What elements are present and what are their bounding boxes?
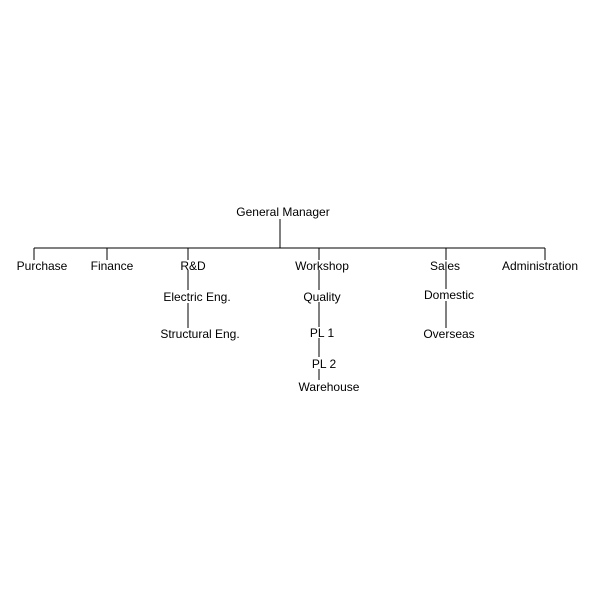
node-electric-eng: Electric Eng. xyxy=(163,290,230,304)
org-chart-nodes: General Manager Purchase Finance R&D Wor… xyxy=(17,205,578,394)
node-domestic: Domestic xyxy=(424,288,474,302)
node-sales: Sales xyxy=(430,259,460,273)
node-pl-1: PL 1 xyxy=(310,326,335,340)
node-rnd: R&D xyxy=(180,259,206,273)
node-warehouse: Warehouse xyxy=(299,380,360,394)
node-administration: Administration xyxy=(502,259,578,273)
node-purchase: Purchase xyxy=(17,259,68,273)
node-general-manager: General Manager xyxy=(236,205,329,219)
node-finance: Finance xyxy=(91,259,134,273)
node-pl-2: PL 2 xyxy=(312,357,337,371)
node-structural-eng: Structural Eng. xyxy=(160,327,239,341)
node-overseas: Overseas xyxy=(423,327,474,341)
node-workshop: Workshop xyxy=(295,259,349,273)
node-quality: Quality xyxy=(303,290,340,304)
org-chart-connectors xyxy=(33,219,546,380)
